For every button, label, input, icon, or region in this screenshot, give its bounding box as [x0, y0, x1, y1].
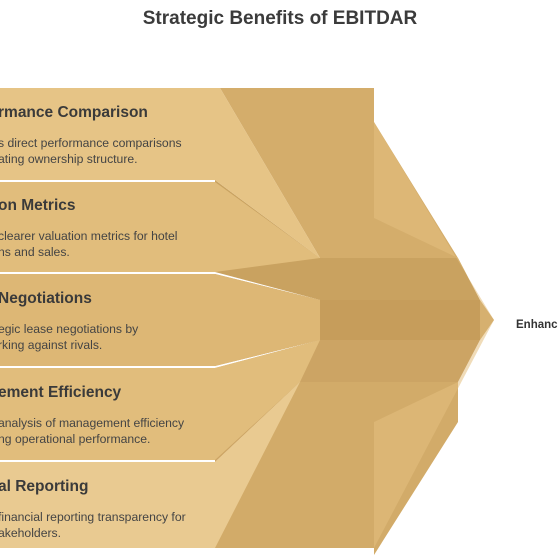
band-2	[0, 182, 320, 272]
benefit-4-desc-line1: analysis of management efficiency	[0, 416, 185, 430]
benefit-3-desc-line1: egic lease negotiations by	[0, 322, 139, 336]
benefit-1-title: rmance Comparison	[0, 104, 148, 121]
benefit-5-title: al Reporting	[0, 478, 89, 495]
outcome-label: Enhanc	[516, 319, 558, 331]
benefit-4-desc-line2: ng operational performance.	[0, 432, 151, 446]
benefit-1-desc-line1: s direct performance comparisons	[0, 136, 182, 150]
band-4	[0, 340, 320, 460]
page-title: Strategic Benefits of EBITDAR	[142, 8, 418, 29]
band-3	[0, 274, 320, 366]
benefit-2-title: on Metrics	[0, 197, 76, 214]
benefit-5-desc-line2: akeholders.	[0, 526, 62, 540]
benefit-2-desc-line1: clearer valuation metrics for hotel	[0, 229, 178, 243]
arrow-head	[374, 122, 494, 548]
benefit-1-desc-line2: ating ownership structure.	[0, 152, 138, 166]
benefit-3-title: Negotiations	[0, 290, 92, 307]
benefit-4-title: ement Efficiency	[0, 384, 122, 401]
band-1	[0, 88, 320, 258]
band-5	[0, 382, 300, 548]
benefit-5-desc-line1: financial reporting transparency for	[0, 510, 186, 524]
band-2-shadow	[215, 180, 480, 300]
benefit-3-desc-line2: rking against rivals.	[0, 338, 103, 352]
benefit-2-desc-line2: ns and sales.	[0, 245, 70, 259]
